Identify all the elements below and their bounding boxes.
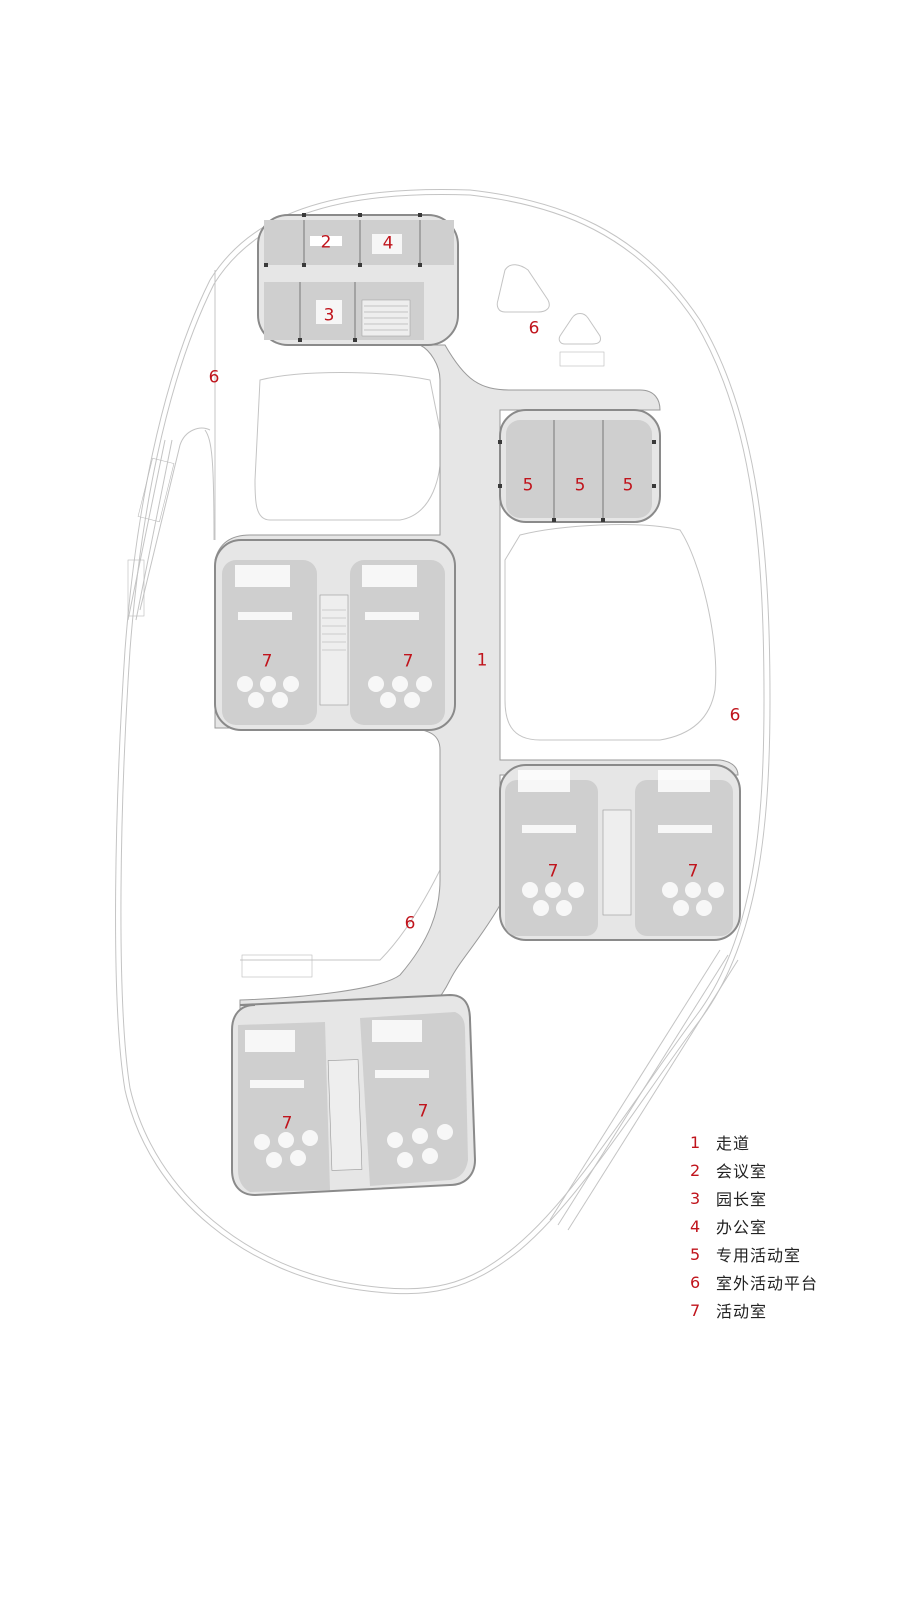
legend-label: 园长室 [716,1190,768,1209]
label-activity-room-3: 7 [547,861,559,882]
legend-item: 3 园长室 [690,1184,818,1212]
legend-number: 6 [690,1272,701,1292]
label-office: 4 [382,233,394,254]
legend-item: 4 办公室 [690,1212,818,1240]
legend-label: 活动室 [716,1302,768,1321]
site-boundary [115,188,771,1295]
legend-number: 5 [690,1244,701,1264]
label-special-activity-room-b: 5 [574,475,586,496]
label-terrace-west: 6 [208,367,220,388]
label-terrace-north: 6 [528,318,540,339]
legend-number: 4 [690,1216,701,1236]
label-terrace-east: 6 [729,705,741,726]
label-principal-office: 3 [323,305,335,326]
special-activity-block [498,409,661,523]
label-corridor: 1 [476,650,488,671]
label-activity-room-4: 7 [687,861,699,882]
legend-label: 专用活动室 [716,1246,802,1265]
legend-item: 7 活动室 [690,1296,818,1324]
label-activity-room-5: 7 [281,1113,293,1134]
stairs-outdoor [127,351,605,978]
legend-number: 7 [690,1300,701,1320]
legend: 1 走道 2 会议室 3 园长室 4 办公室 5 专用活动室 6 室外活动平台 … [690,1128,818,1324]
activity-block-3 [231,993,477,1197]
legend-label: 办公室 [716,1218,768,1237]
label-terrace-south: 6 [404,913,416,934]
label-activity-room-6: 7 [417,1101,429,1122]
legend-number: 1 [690,1132,701,1152]
legend-label: 室外活动平台 [716,1274,819,1293]
activity-block-2 [499,764,741,941]
label-special-activity-room-a: 5 [522,475,534,496]
legend-label: 会议室 [716,1162,768,1181]
admin-block [257,213,459,346]
legend-number: 2 [690,1160,701,1180]
activity-block-1 [214,539,456,731]
legend-item: 2 会议室 [690,1156,818,1184]
label-activity-room-1: 7 [261,651,273,672]
legend-item: 5 专用活动室 [690,1240,818,1268]
legend-label: 走道 [716,1134,751,1153]
legend-item: 6 室外活动平台 [690,1268,818,1296]
label-activity-room-2: 7 [402,651,414,672]
label-meeting-room: 2 [320,232,332,253]
label-special-activity-room-c: 5 [622,475,634,496]
legend-item: 1 走道 [690,1128,818,1156]
legend-number: 3 [690,1188,701,1208]
